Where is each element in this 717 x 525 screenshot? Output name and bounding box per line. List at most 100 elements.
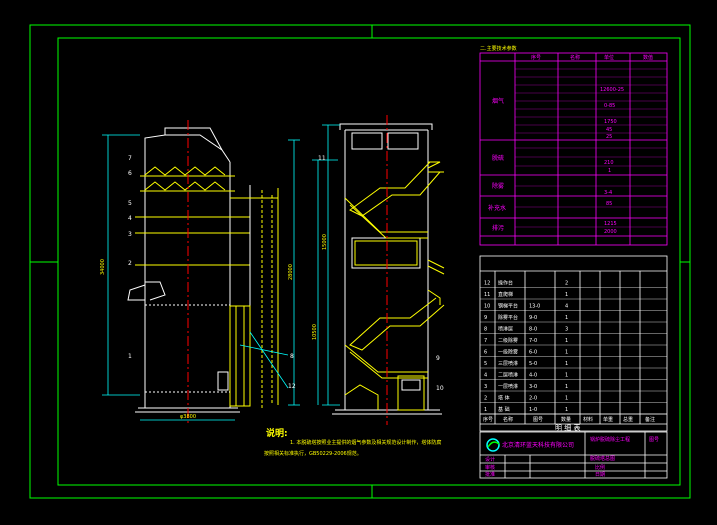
parts-cell-code: 13-0 (529, 304, 540, 310)
parts-cell-name: 一层喷淋 (498, 383, 518, 390)
left-elevation-view (127, 127, 279, 413)
parts-header-4: 材料 (583, 416, 593, 423)
parts-header-7: 备注 (645, 416, 655, 423)
parts-cell-code: 8-0 (529, 327, 537, 333)
parts-cell-qty: 1 (565, 292, 568, 298)
parts-cell-code: 9-0 (529, 315, 537, 321)
parts-cell-name: 操作台 (498, 280, 513, 287)
scale-label: 比例 (595, 464, 605, 471)
parts-cell-code: 4-0 (529, 373, 537, 379)
right-height-dim-1: 15000 (322, 234, 328, 250)
parts-header-3: 数量 (561, 416, 571, 423)
parts-cell-no: 7 (484, 338, 487, 344)
designer-label: 设计 (485, 456, 495, 463)
balloon-4: 4 (128, 215, 132, 222)
parts-cell-no: 4 (484, 373, 487, 379)
param-table-title: 二.主要技术参数 (480, 45, 517, 52)
company-logo (486, 438, 500, 452)
parts-header-5: 单重 (603, 416, 613, 423)
left-dimensions (102, 134, 300, 421)
notes-heading: 说明: (266, 427, 288, 439)
parts-cell-code: 7-0 (529, 338, 537, 344)
right-height-dim-2: 10500 (312, 324, 318, 340)
parameter-table (479, 52, 668, 246)
parts-cell-name: 除雾平台 (498, 314, 518, 321)
parts-header-0: 序号 (483, 416, 493, 423)
balloon-11: 11 (318, 155, 326, 162)
parts-cell-qty: 2 (565, 281, 568, 287)
parts-cell-qty: 1 (565, 407, 568, 413)
parts-cell-name: 二层喷淋 (498, 372, 518, 379)
param-header-3: 数值 (643, 54, 653, 61)
parts-cell-qty: 1 (565, 384, 568, 390)
parts-cell-code: 1-0 (529, 407, 537, 413)
param-value-10: 2000 (604, 229, 617, 235)
parts-cell-name: 钢梯平台 (498, 303, 518, 310)
parts-cell-code: 5-0 (529, 361, 537, 367)
right-stairs (344, 161, 445, 410)
param-value-2: 1750 (604, 119, 617, 125)
checker-label: 审核 (485, 464, 495, 471)
parts-cell-no: 9 (484, 315, 487, 321)
balloon-3: 3 (128, 231, 132, 238)
parts-cell-no: 3 (484, 384, 487, 390)
param-value-5: 210 (604, 160, 614, 166)
parts-cell-qty: 1 (565, 315, 568, 321)
parts-cell-qty: 1 (565, 373, 568, 379)
balloon-5: 5 (128, 200, 132, 207)
balloon-2: 2 (128, 260, 132, 267)
parts-row-lines (480, 287, 667, 415)
parts-header-1: 名称 (503, 416, 513, 423)
param-group-4: 排污 (492, 224, 504, 232)
inner-frame (57, 37, 681, 486)
right-dimensions (312, 124, 340, 406)
parts-cell-qty: 4 (565, 304, 568, 310)
title-block (479, 431, 668, 479)
approver-label: 批准 (485, 471, 495, 478)
parts-cell-name: 二级除雾 (498, 337, 518, 344)
param-header-0: 序号 (531, 54, 541, 61)
parts-cell-qty: 1 (565, 350, 568, 356)
parts-cell-no: 1 (484, 407, 487, 413)
param-value-3: 45 (606, 127, 612, 133)
param-group-0: 烟气 (492, 97, 504, 105)
balloon-1: 1 (128, 353, 132, 360)
right-elevation-view (332, 123, 442, 415)
balloon-9: 9 (436, 355, 440, 362)
balloon-12: 12 (288, 383, 296, 390)
parts-cell-name: 三层喷淋 (498, 360, 518, 367)
parts-cell-name: 喷淋层 (498, 326, 513, 333)
parts-cell-code: 6-0 (529, 350, 537, 356)
balloon-6: 6 (128, 170, 132, 177)
parts-cell-qty: 1 (565, 396, 568, 402)
parts-cell-name: 塔 体 (498, 395, 510, 402)
parts-cell-code: 2-0 (529, 396, 537, 402)
parts-header-2: 图号 (533, 417, 543, 423)
parts-cell-qty: 1 (565, 338, 568, 344)
parts-cell-no: 10 (484, 304, 490, 310)
param-value-1: 0-85 (604, 103, 615, 109)
parts-cell-no: 2 (484, 396, 487, 402)
parts-cell-no: 5 (484, 361, 487, 367)
parts-cell-no: 11 (484, 292, 490, 298)
balloon-7: 7 (128, 155, 132, 162)
param-value-0: 12600-25 (600, 87, 624, 93)
param-header-2: 单位 (604, 54, 614, 61)
date-label: 日期 (595, 472, 605, 478)
notes-line-2: 按照相关标准执行，GB50229-2006规范。 (264, 450, 362, 457)
param-value-8: 85 (606, 201, 612, 207)
parts-table-title: 明 细 表 (555, 423, 580, 432)
parts-cell-qty: 3 (565, 327, 568, 333)
parameter-table-rowlines (515, 68, 667, 228)
parts-header-6: 总重 (623, 416, 633, 423)
company-name: 北京清环蓝天科技有限公司 (502, 441, 574, 449)
balloon-8: 8 (290, 353, 294, 360)
left-part-balloons: 7 6 5 4 3 2 1 (128, 155, 132, 360)
parts-cell-no: 6 (484, 350, 487, 356)
parts-cell-name: 一级除雾 (498, 349, 518, 356)
parts-cell-name: 基 础 (498, 406, 510, 413)
parts-cell-no: 8 (484, 327, 487, 333)
parts-cell-code: 3-0 (529, 384, 537, 390)
balloon-10: 10 (436, 385, 444, 392)
